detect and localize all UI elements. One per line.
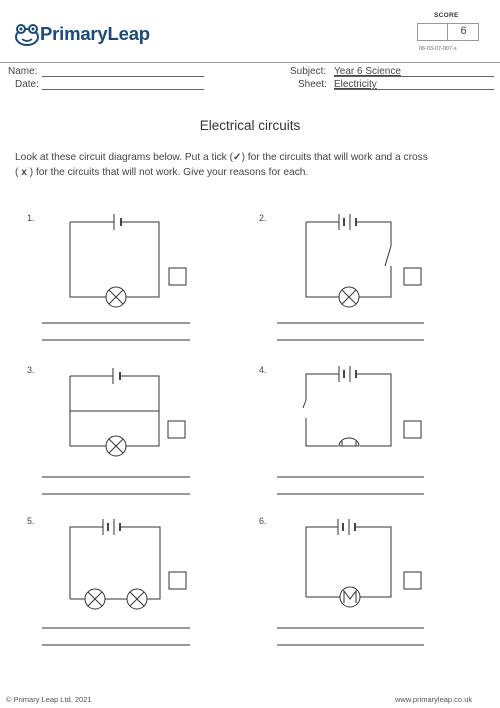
question-number-6: 6. (259, 516, 267, 526)
worksheet-title: Electrical circuits (199, 118, 301, 133)
bulb-icon (84, 588, 106, 610)
tick-symbol: ✓ (233, 152, 242, 163)
name-label: Name: (8, 66, 38, 77)
sheet-value: Electricity (334, 79, 377, 90)
circuit-5 (69, 519, 161, 610)
question-number-5: 5. (27, 516, 35, 526)
question-number-3: 3. (27, 365, 35, 375)
date-label: Date: (15, 79, 39, 90)
answer-box-4[interactable] (403, 420, 422, 439)
score-label: SCORE (434, 12, 459, 19)
footer-website: www.primaryleap.co.uk (395, 695, 473, 704)
score-divider (447, 23, 448, 41)
bulb-icon (338, 286, 360, 308)
open-switch-icon (384, 245, 392, 267)
question-number-1: 1. (27, 213, 35, 223)
circuit-4 (302, 366, 392, 447)
sheet-line (334, 89, 494, 90)
instructions-line-1: Look at these circuit diagrams below. Pu… (15, 152, 428, 163)
cross-symbol: x (21, 167, 27, 178)
frog-logo-icon (15, 24, 39, 46)
sheet-code: 06-03-07-007-s (419, 46, 457, 52)
score-box (417, 23, 479, 41)
gap-icon (302, 399, 307, 409)
sheet-label: Sheet: (298, 79, 327, 90)
circuit-1 (69, 214, 160, 308)
circuit-6 (305, 519, 392, 608)
brand-name: PrimaryLeap (40, 23, 150, 44)
subject-label: Subject: (290, 66, 327, 77)
answer-box-6[interactable] (403, 571, 422, 590)
bulb-icon (105, 435, 127, 457)
buzzer-icon (338, 437, 360, 447)
header-divider (0, 62, 500, 63)
question-number-2: 2. (259, 213, 267, 223)
motor-icon (339, 586, 361, 608)
answer-box-5[interactable] (168, 571, 187, 590)
logo (14, 22, 154, 48)
subject-line (334, 76, 494, 77)
name-field[interactable] (42, 76, 204, 77)
bulb-icon (126, 588, 148, 610)
subject-value: Year 6 Science (334, 66, 401, 77)
answer-box-1[interactable] (168, 267, 187, 286)
answer-box-3[interactable] (167, 420, 186, 439)
instructions-line-2: ( x ) for the circuits that will not wor… (15, 167, 309, 178)
circuit-2 (305, 214, 392, 308)
circuit-3 (69, 368, 160, 457)
bulb-icon (105, 286, 127, 308)
date-field[interactable] (42, 89, 204, 90)
score-value: 6 (460, 25, 467, 37)
footer-copyright: © Primary Leap Ltd. 2021 (6, 695, 92, 704)
question-number-4: 4. (259, 365, 267, 375)
answer-box-2[interactable] (403, 267, 422, 286)
